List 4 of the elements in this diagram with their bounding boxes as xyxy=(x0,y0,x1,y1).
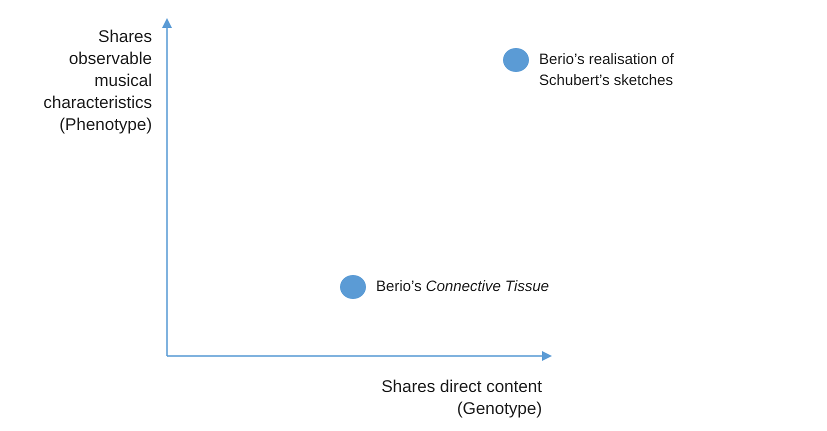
axis-label: Shares observable musical characteristics (Phenotype) xyxy=(42,26,152,136)
point-label: Berio’s Connective Tissue xyxy=(376,277,550,297)
axis-label: Shares direct content (Genotype) xyxy=(380,376,542,420)
point-label: Berio’s realisation of Schubert’s sketches xyxy=(539,50,675,91)
